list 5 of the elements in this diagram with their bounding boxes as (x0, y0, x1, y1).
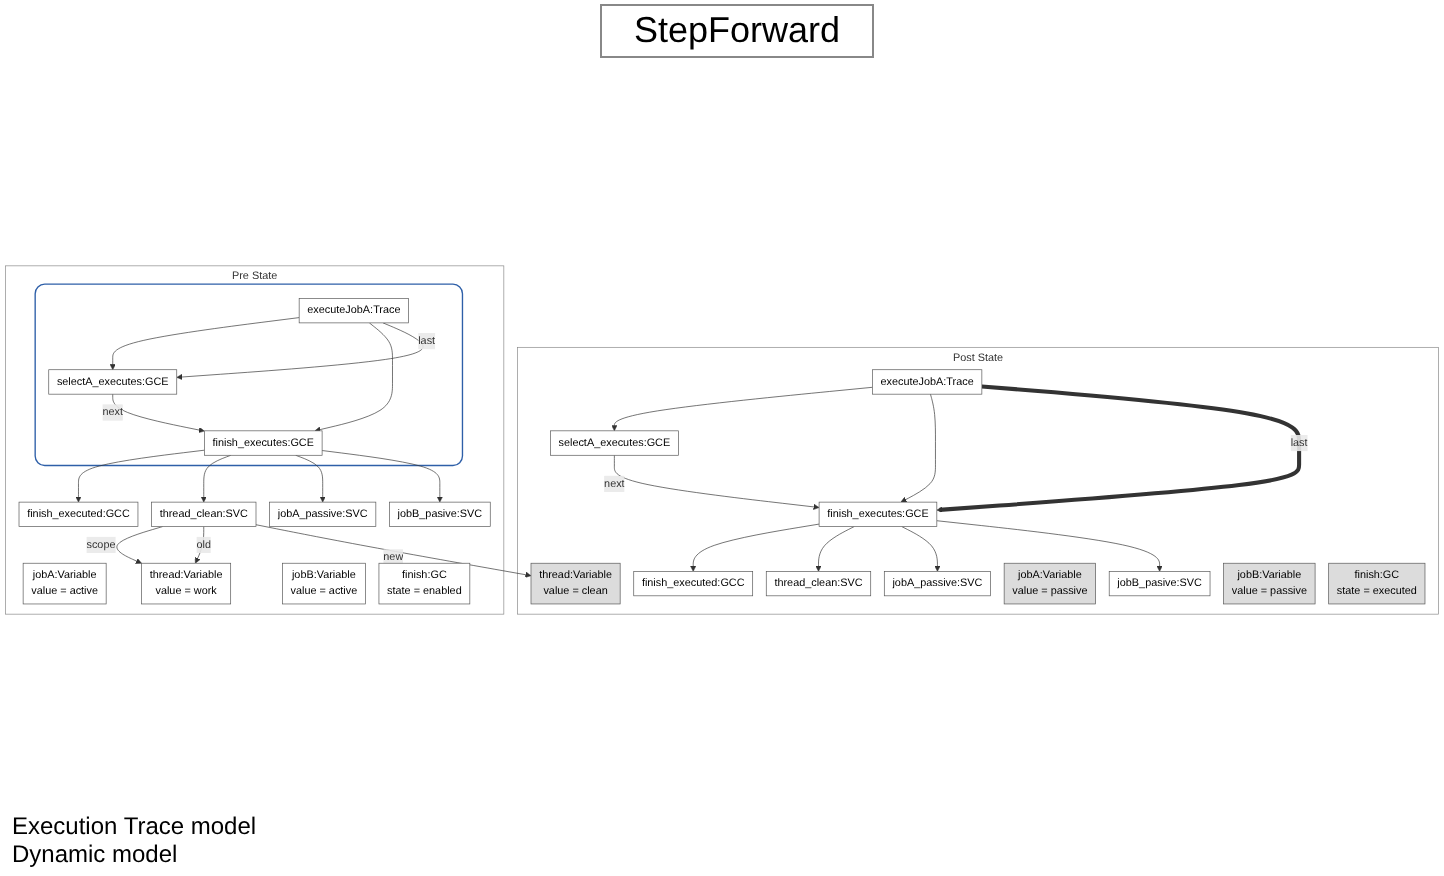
section-label: Dynamic model (12, 840, 180, 868)
section-label: Execution Trace model (12, 812, 257, 840)
arrow (936, 384, 1302, 513)
diagram-title: StepForward (600, 4, 875, 58)
cluster (34, 283, 464, 467)
